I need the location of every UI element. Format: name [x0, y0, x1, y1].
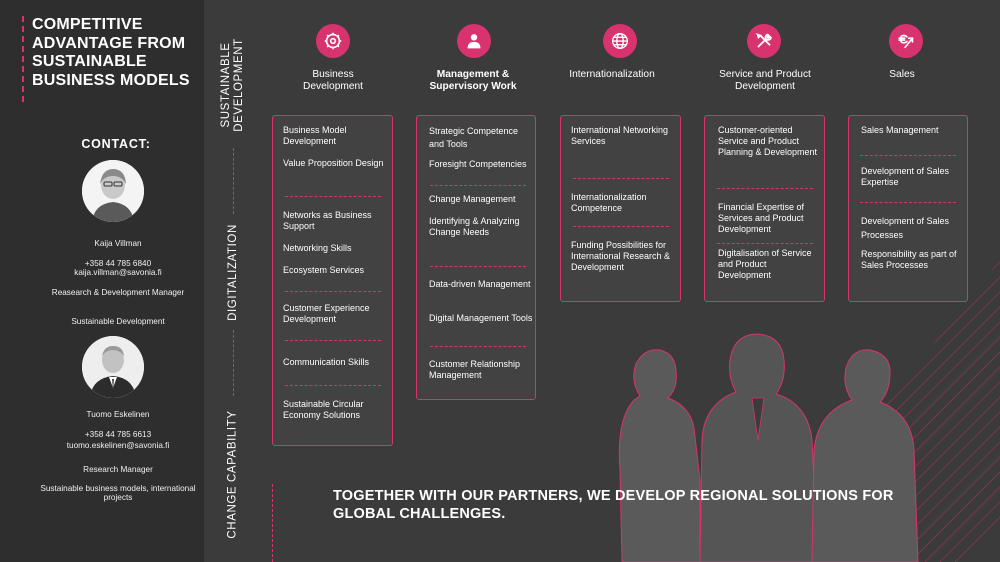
contact-area: Sustainable Development — [71, 317, 165, 326]
bottom-accent-line — [272, 484, 273, 562]
item-separator — [573, 178, 669, 179]
list-item: Communication Skills — [283, 357, 370, 367]
row-divider — [233, 330, 234, 396]
list-item: Financial Expertise of Services and Prod… — [718, 202, 805, 234]
list-item: Customer-oriented Service and Product Pl… — [718, 125, 818, 157]
contact-heading: CONTACT: — [81, 137, 151, 151]
contact-panel — [0, 0, 204, 562]
row-label-change-text: CHANGE CAPABILITY — [226, 409, 239, 539]
column-title: Sales — [889, 69, 915, 80]
contact-email[interactable]: kaija.villman@savonia.fi — [74, 268, 162, 277]
list-item: Business Model Development — [283, 125, 347, 146]
row-divider — [233, 148, 234, 214]
row-label-change: CHANGE CAPABILITY — [218, 404, 248, 544]
column-title: Business Development — [302, 69, 364, 92]
row-label-sustainable-text: SUSTAINABLE DEVELOPMENT — [220, 38, 245, 132]
column-title: Management & Supervisory Work — [429, 69, 517, 92]
list-item: Customer Experience Development — [283, 303, 370, 324]
list-item: Sustainable Circular Economy Solutions — [283, 399, 364, 420]
contact-phone[interactable]: +358 44 785 6840 — [84, 259, 152, 268]
item-separator — [285, 291, 381, 292]
item-separator — [860, 202, 956, 203]
contact-role: Research Manager — [83, 465, 153, 474]
list-item: Responsibility as part of Sales Processe… — [861, 249, 957, 270]
contact-phone[interactable]: +358 44 785 6613 — [84, 430, 152, 439]
card-service-product — [704, 115, 825, 302]
list-item: Data-driven Management — [429, 279, 531, 289]
list-item: Customer Relationship Management — [429, 359, 521, 380]
slogan: TOGETHER WITH OUR PARTNERS, WE DEVELOP R… — [333, 488, 894, 522]
list-item: Identifying & Analyzing Change Needs — [429, 216, 520, 237]
globe-icon — [603, 24, 637, 58]
silhouette-man-center — [699, 333, 819, 562]
list-item: Funding Possibilities for International … — [571, 240, 671, 272]
list-item: Value Proposition Design — [283, 158, 384, 168]
list-item: Change Management — [429, 194, 516, 204]
page-title: COMPETITIVE ADVANTAGE FROM SUSTAINABLE B… — [32, 16, 190, 89]
card-management — [416, 115, 536, 400]
card-internationalization — [560, 115, 681, 302]
item-separator — [285, 196, 381, 197]
item-separator — [860, 155, 956, 156]
avatar-tuomo-eskelinen — [82, 336, 144, 398]
row-label-sustainable: SUSTAINABLE DEVELOPMENT — [218, 30, 248, 140]
column-title: Internationalization — [569, 69, 655, 80]
item-separator — [717, 188, 813, 189]
silhouette-man-right — [811, 349, 919, 562]
euro-arrow-icon — [889, 24, 923, 58]
contact-name: Kaija Villman — [94, 239, 142, 248]
list-item: Development of Sales Expertise — [861, 166, 950, 187]
row-label-digitalization: DIGITALIZATION — [218, 222, 248, 322]
list-item: Foresight Competencies — [429, 159, 527, 169]
contact-name: Tuomo Eskelinen — [86, 410, 150, 419]
list-item: Internationalization Competence — [571, 192, 647, 213]
list-item: Digitalisation of Service and Product De… — [718, 248, 812, 280]
column-title: Service and Product Development — [719, 69, 811, 92]
item-separator — [430, 185, 526, 186]
item-separator — [285, 340, 381, 341]
list-item: Networking Skills — [283, 243, 352, 253]
list-item: Strategic Competence and Tools — [429, 126, 519, 149]
contact-email[interactable]: tuomo.eskelinen@savonia.fi — [66, 441, 170, 450]
item-separator — [717, 243, 813, 244]
item-separator — [430, 346, 526, 347]
item-separator — [430, 266, 526, 267]
silhouette-woman — [618, 349, 701, 562]
contact-area: Sustainable business models, internation… — [40, 484, 196, 502]
list-item: Networks as Business Support — [283, 210, 372, 231]
list-item: Ecosystem Services — [283, 265, 365, 275]
title-accent-line — [22, 16, 24, 102]
tools-icon — [747, 24, 781, 58]
avatar-kaija-villman — [82, 160, 144, 222]
list-item: Development of Sales Processes — [861, 216, 950, 240]
list-item: Sales Management — [861, 125, 939, 135]
list-item: International Networking Services — [571, 125, 669, 146]
card-sales — [848, 115, 968, 302]
row-label-digitalization-text: DIGITALIZATION — [226, 223, 239, 321]
item-separator — [285, 385, 381, 386]
gear-gauge-icon — [316, 24, 350, 58]
list-item: Digital Management Tools — [429, 313, 533, 323]
card-business-development — [272, 115, 393, 446]
person-icon — [457, 24, 491, 58]
item-separator — [573, 226, 669, 227]
contact-role: Reasearch & Development Manager — [51, 288, 185, 297]
